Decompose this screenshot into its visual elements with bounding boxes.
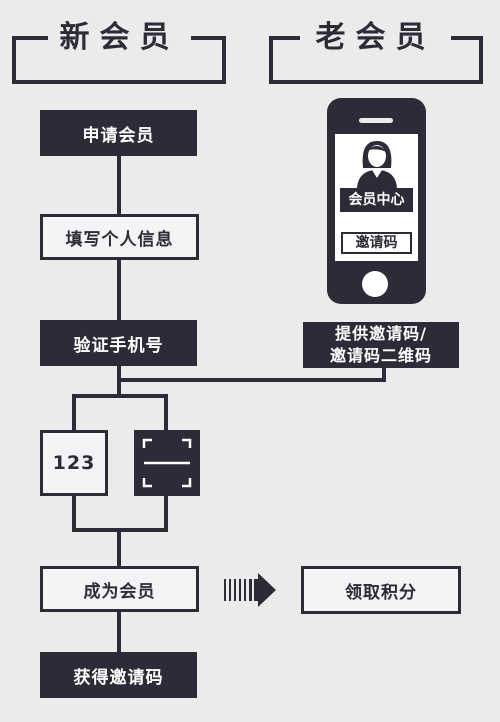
apply-member-step: 申请会员: [40, 110, 197, 156]
fill-info-step: 填写个人信息: [40, 214, 199, 260]
verify-phone-step: 验证手机号: [40, 320, 197, 366]
qr-scan-option: [134, 430, 200, 496]
provide-line-1: 提供邀请码/: [335, 324, 427, 343]
become-member-step: 成为会员: [40, 566, 199, 612]
phone-earpiece: [359, 118, 393, 123]
old-member-header: 老会员: [315, 20, 436, 55]
provide-line-2: 邀请码二维码: [329, 346, 432, 365]
phone-home-button: [362, 271, 388, 297]
arrow-right-icon: [224, 573, 276, 607]
claim-points-box: 领取积分: [301, 566, 461, 614]
provide-invite-code-box: 提供邀请码/ 邀请码二维码: [303, 322, 459, 368]
member-center-label: 会员中心: [340, 188, 413, 212]
code-input-option: 123: [40, 430, 108, 496]
scan-icon: [142, 438, 192, 488]
invite-code-button: 邀请码: [341, 232, 412, 254]
get-invite-code-step: 获得邀请码: [40, 652, 197, 698]
user-avatar-icon: [357, 141, 397, 188]
new-member-header: 新会员: [59, 20, 180, 55]
